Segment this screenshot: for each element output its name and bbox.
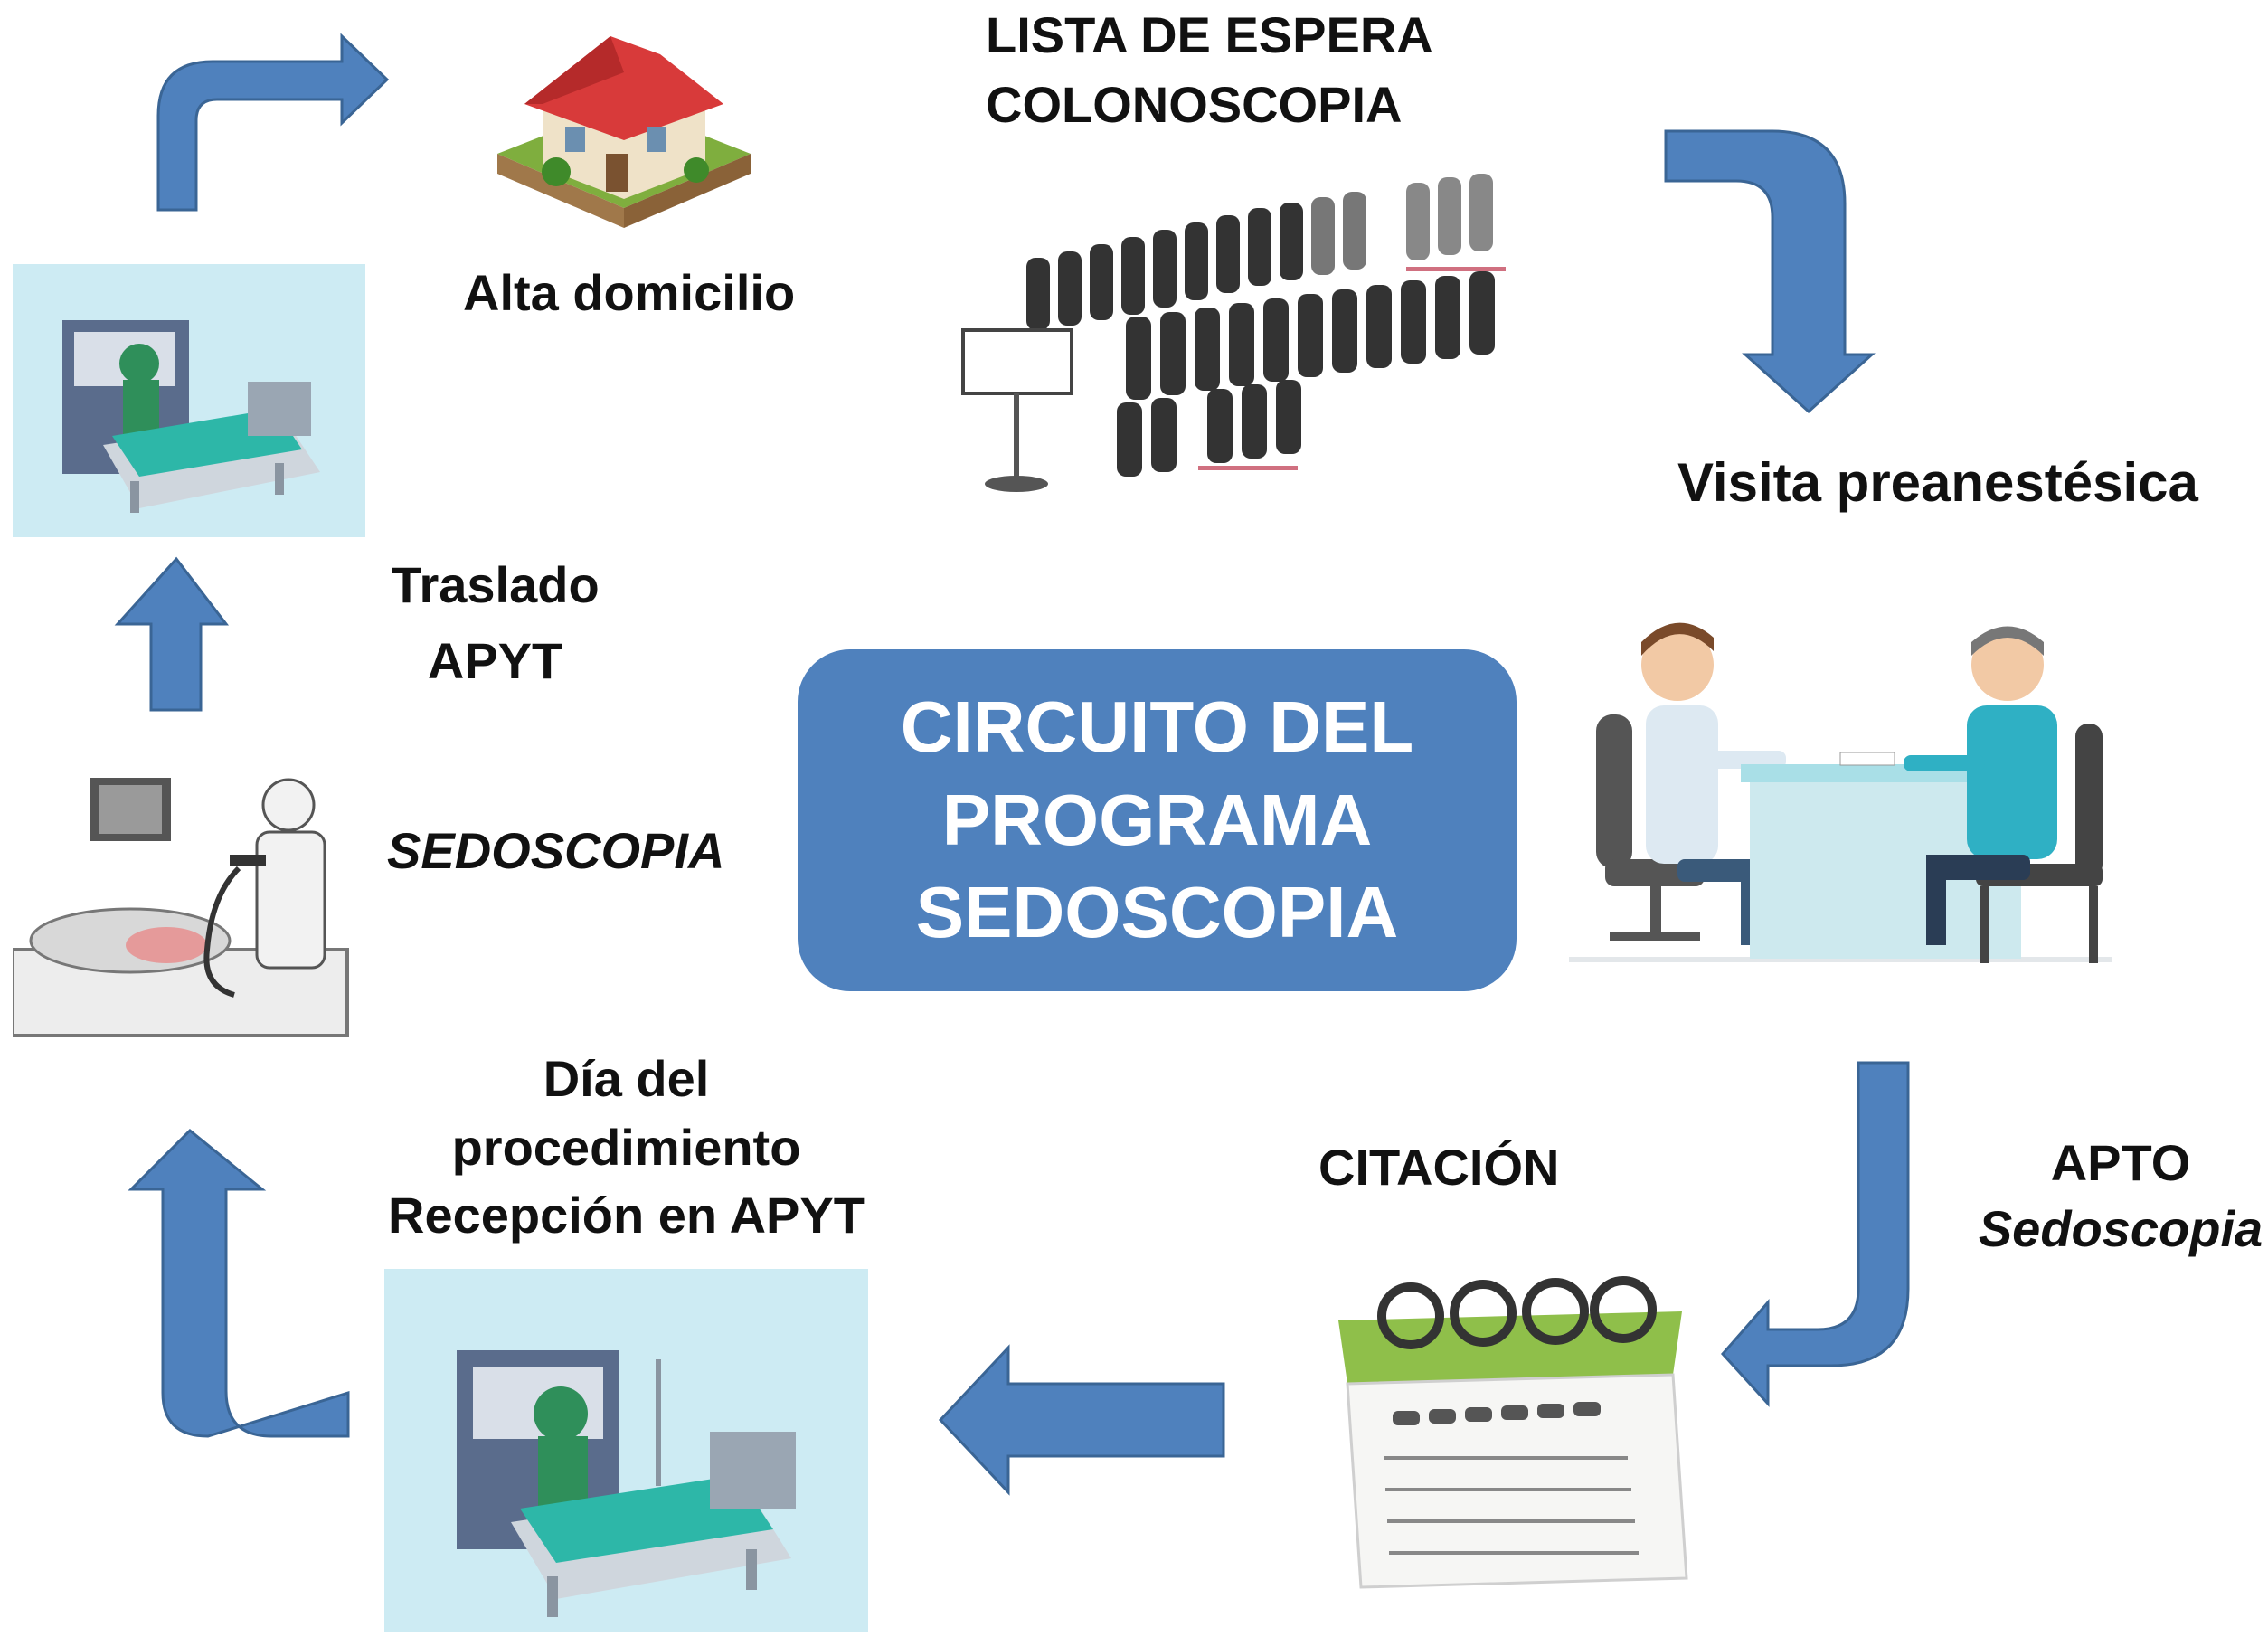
queue-row-front [1117,271,1495,477]
waiting-queue-icon [961,174,1506,492]
arrow-to-procedure-day [938,1344,1225,1496]
doctor-patient-consultation-icon [1569,622,2112,963]
appointment-label: CITACIÓN [1318,1139,1560,1196]
program-circuit-title-box: CIRCUITO DEL PROGRAMA SEDOSCOPIA [798,649,1517,991]
calendar-icon [1338,1276,1688,1589]
house-icon [497,36,751,228]
transfer-label: Traslado APYT [366,547,624,699]
endoscopy-procedure-icon [13,778,349,1037]
title-line-2: PROGRAMA [941,779,1373,860]
procedure-day-label: Día del procedimiento Recepción en APYT [380,1045,873,1250]
transfer-line-2: APYT [427,632,563,689]
fit-for-sedoscopy-label: APTO Sedoscopia [1971,1131,2268,1263]
arrow-to-preanesthesia [1664,129,1876,414]
recovery-room-icon-arrival [384,1269,868,1632]
waiting-list-line-1: LISTA DE ESPERA [986,6,1433,63]
waiting-list-line-2: COLONOSCOPIA [986,76,1403,134]
procedure-day-line-2: procedimiento [451,1118,801,1176]
arrow-to-sedoscopy [128,1128,350,1438]
recovery-room-icon [13,264,365,537]
arrow-to-discharge [156,33,390,212]
procedure-day-line-3: Recepción en APYT [388,1187,865,1244]
arrow-to-transfer [114,556,230,712]
sedoscopy-label: SEDOSCOPIA [387,822,725,879]
transfer-line-1: Traslado [391,556,600,613]
arrow-to-appointment [1720,1061,1910,1407]
fit-line-2: Sedoscopia [1978,1199,2263,1257]
pre-anesthesia-visit-label: Visita preanestésica [1677,452,2198,513]
fit-line-1: APTO [2050,1134,2191,1191]
procedure-day-line-1: Día del [543,1050,710,1107]
title-line-3: SEDOSCOPIA [915,872,1399,953]
discharge-home-label: Alta domicilio [463,264,796,321]
queue-row-back [1026,174,1493,330]
waiting-list-label: LISTA DE ESPERA COLONOSCOPIA [986,0,1433,140]
title-line-1: CIRCUITO DEL [900,686,1414,768]
